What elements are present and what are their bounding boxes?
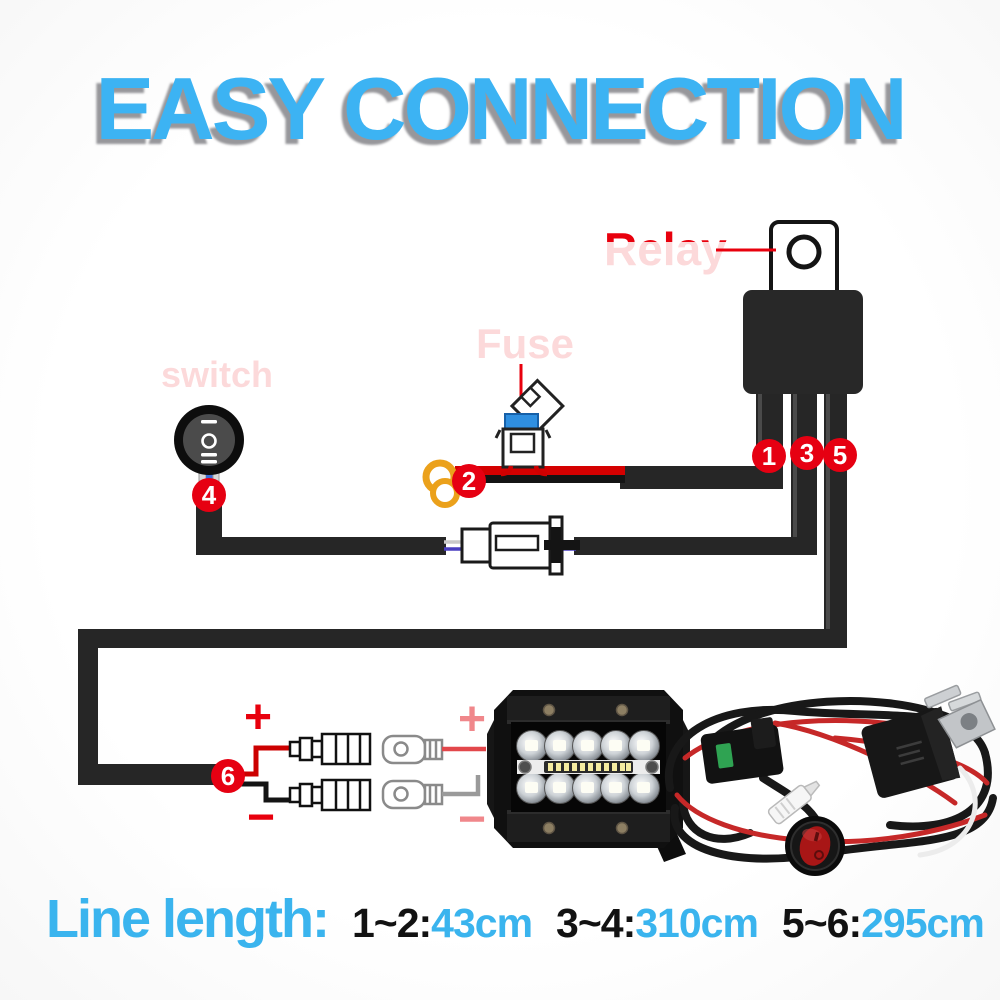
led-light-bar: [487, 690, 690, 862]
center-led-strip: [517, 760, 660, 774]
led-lenses: [516, 730, 660, 804]
line-length-prefix: Line length:: [46, 889, 330, 949]
fuse-holder: [494, 378, 565, 477]
wire-3-4: [196, 505, 817, 555]
marker-2: 2: [452, 464, 486, 498]
male-spade-terminal-positive: [381, 734, 486, 765]
line-length-segment: 5~6:295cm: [781, 900, 985, 947]
marker-4: 4: [192, 478, 226, 512]
page-title: EASY CONNECTION: [95, 59, 907, 158]
line-length-segment: 3~4:310cm: [556, 900, 759, 947]
inline-connector: [444, 515, 580, 576]
segment-range: 5~6:: [781, 900, 862, 946]
switch-face-marks-icon: [201, 420, 217, 464]
female-spade-terminal-positive: [288, 732, 372, 766]
segment-range: 1~2:: [351, 900, 432, 946]
harness-fuse-holder: [700, 717, 784, 784]
segment-value: 295cm: [861, 900, 985, 946]
relay-mount-tab-icon: [769, 220, 839, 300]
minus-sign-left: −: [246, 791, 276, 844]
wire-5-6: [78, 629, 846, 785]
marker-3: 3: [790, 436, 824, 470]
marker-6: 6: [211, 759, 245, 793]
segment-range: 3~4:: [556, 900, 636, 946]
line-length-segment: 1~2:43cm: [351, 900, 533, 947]
minus-sign-right: −: [457, 793, 487, 846]
female-spade-terminal-negative: [288, 778, 372, 812]
line-length-caption: Line length: 1~2:43cm 3~4:310cm 5~6:295c…: [46, 888, 985, 950]
rocker-switch: [174, 405, 244, 486]
relay-body: [743, 290, 863, 394]
harness-green-fuse: [715, 743, 734, 769]
plus-sign-left: +: [243, 691, 273, 744]
harness-crimp-connector: [767, 780, 821, 825]
segment-value: 43cm: [431, 900, 533, 946]
male-spade-terminal-negative: [381, 775, 481, 810]
harness-relay: [861, 684, 996, 798]
marker-1: 1: [752, 439, 786, 473]
wiring-harness-photo: [664, 684, 997, 876]
output-wires: [240, 745, 290, 803]
relay-pins: [756, 390, 847, 648]
marker-5: 5: [823, 438, 857, 472]
segment-value: 310cm: [635, 900, 759, 946]
harness-white-wire: [917, 765, 978, 858]
harness-rocker-switch: [785, 816, 845, 876]
plus-sign-right: +: [457, 693, 487, 746]
